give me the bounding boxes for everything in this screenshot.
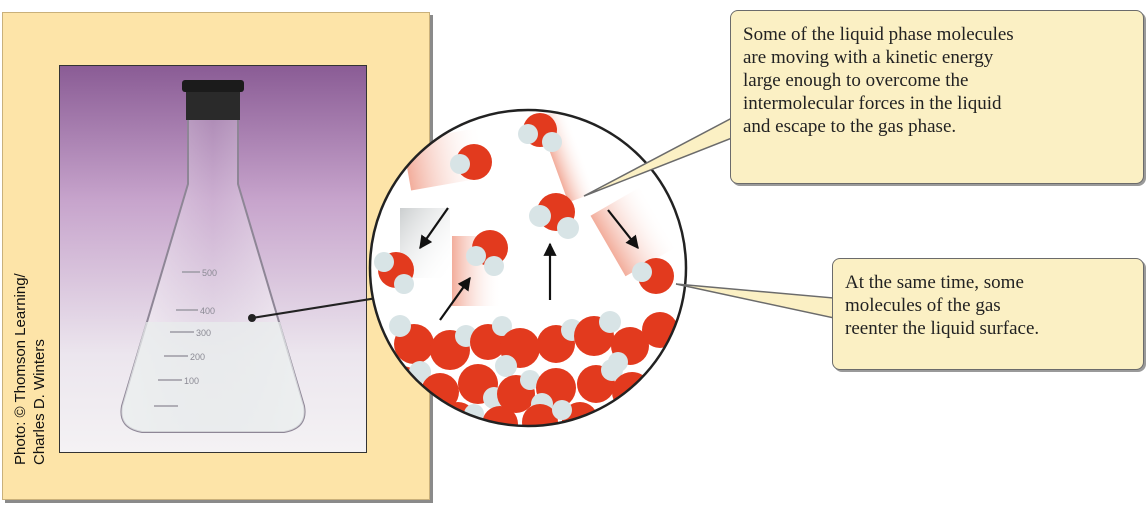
callout-bottom-pointer bbox=[676, 284, 834, 318]
callout-line: large enough to overcome the bbox=[743, 69, 1133, 92]
callout-escape: Some of the liquid phase molecules are m… bbox=[730, 10, 1144, 184]
callout-line: intermolecular forces in the liquid bbox=[743, 92, 1133, 115]
callout-line: reenter the liquid surface. bbox=[845, 317, 1133, 340]
callout-line: molecules of the gas bbox=[845, 294, 1133, 317]
callout-line: are moving with a kinetic energy bbox=[743, 46, 1133, 69]
callout-line: At the same time, some bbox=[845, 271, 1133, 294]
pointer-dot bbox=[248, 314, 256, 322]
callout-line: Some of the liquid phase molecules bbox=[743, 23, 1133, 46]
callout-line: and escape to the gas phase. bbox=[743, 115, 1133, 138]
callout-reenter: At the same time, some molecules of the … bbox=[832, 258, 1144, 370]
